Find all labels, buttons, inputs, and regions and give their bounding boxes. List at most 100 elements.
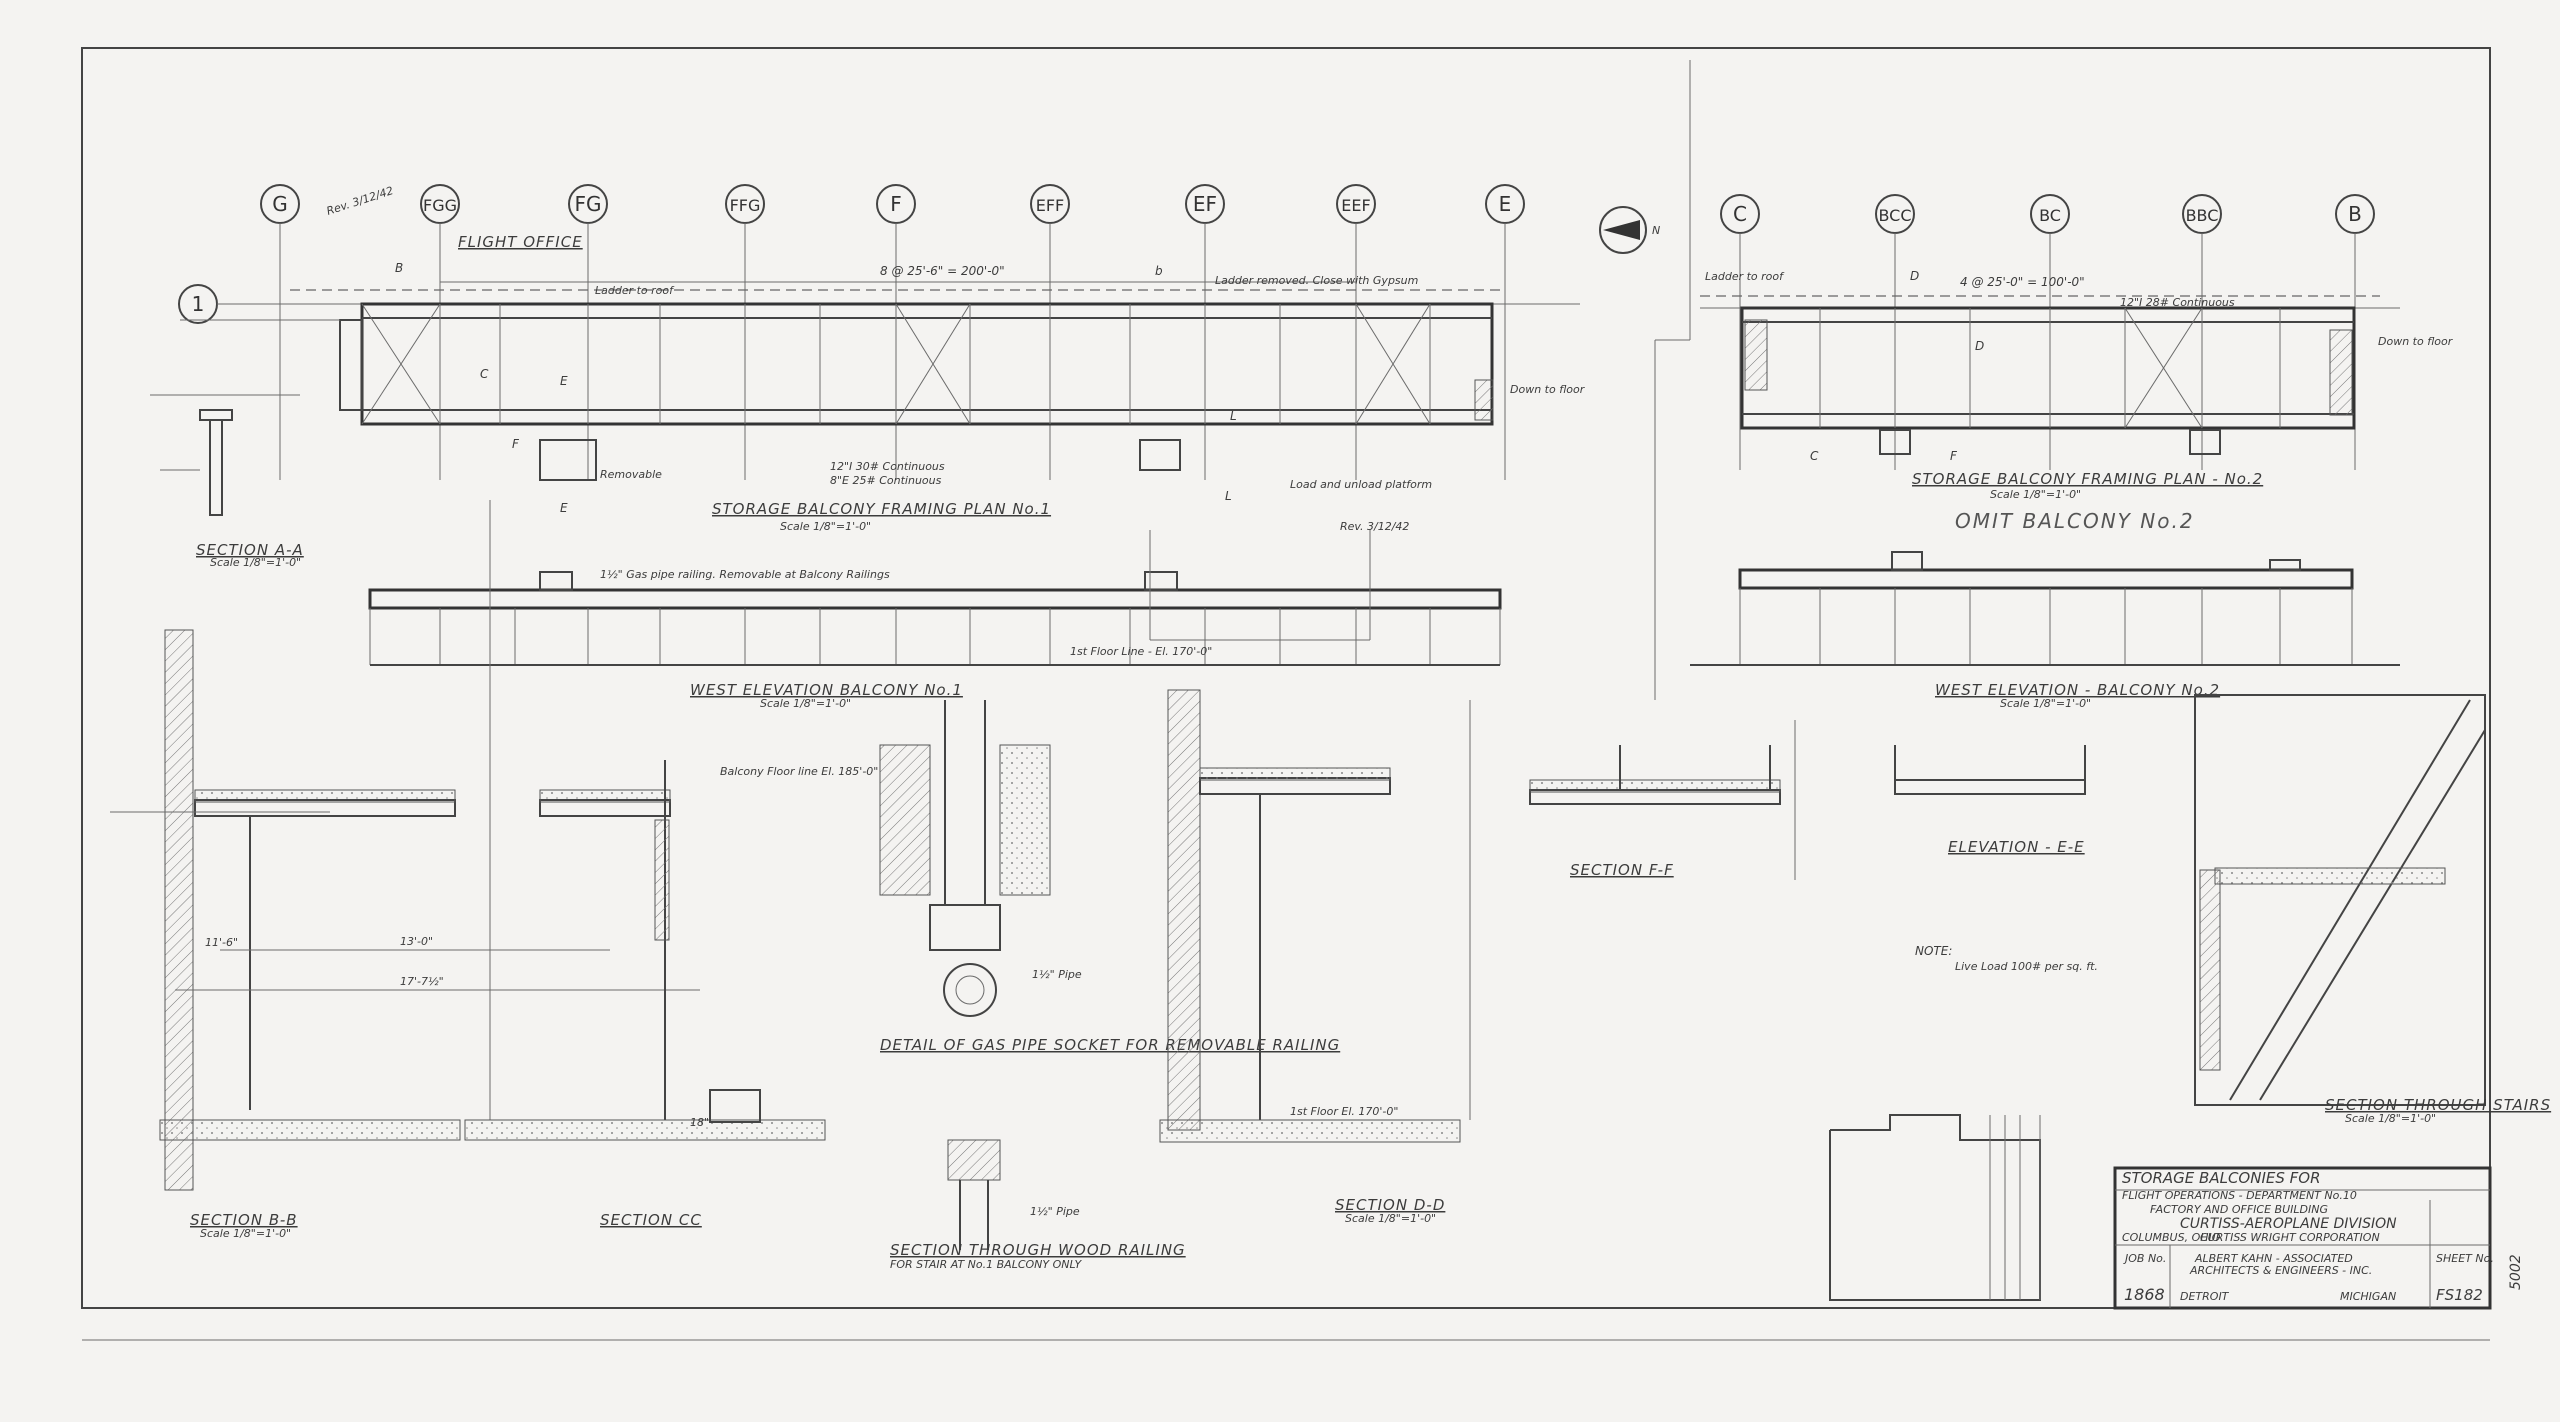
section-ff-title: SECTION F-F [1570,861,1674,879]
framing-plan-1: G FGG FG FFG F EFF EF EEF E 1 [178,184,1660,533]
railing-section: 1½" Pipe SECTION THROUGH WOOD RAILING FO… [890,1139,1186,1271]
section-mark-E-bottom: E [560,501,568,515]
plan2-note-down: Down to floor [2378,335,2454,348]
note-ladder-to-roof: Ladder to roof [595,284,675,297]
grid-bubble-BBC: BBC [2182,194,2222,234]
section-mark-b: b [1155,264,1163,278]
socket-pipe-note: 1½" Pipe [1032,968,1082,981]
svg-text:F: F [890,192,902,216]
svg-text:FFG: FFG [730,196,761,215]
svg-text:B: B [2348,202,2362,226]
section-mark-L: L [1230,409,1237,423]
svg-text:G: G [272,192,288,216]
dim-18: 18" [690,1116,709,1129]
flight-office-label: FLIGHT OFFICE [458,233,583,251]
plan2-note-ladder: Ladder to roof [1705,270,1785,283]
west-elevation-1: 1½" Gas pipe railing. Removable at Balco… [368,530,1502,710]
plan1-title: STORAGE BALCONY FRAMING PLAN No.1 [712,500,1051,518]
section-bb: 13'-0" 17'-7½" 11'-6" SECTION B-B Scale … [110,629,700,1240]
dim-17-7: 17'-7½" [400,975,444,988]
framing-plan-2: C BCC BC BBC B 4 @ 25'-0" = 100'-0" L [1700,194,2454,533]
note-text: Live Load 100# per sq. ft. [1955,960,2098,973]
title-block-city: DETROIT [2180,1290,2230,1303]
section-dd-scale: Scale 1/8"=1'-0" [1345,1212,1436,1225]
grid-bubble-EFF: EFF [1030,184,1070,224]
title-block-job-label: JOB No. [2123,1252,2166,1265]
plan1-scale: Scale 1/8"=1'-0" [780,520,871,533]
svg-text:EEF: EEF [1341,196,1370,215]
note-load-platform: Load and unload platform [1290,478,1432,491]
elevation-ee: ELEVATION - E-E NOTE: Live Load 100# per… [1894,745,2098,973]
plan1-beams [361,303,1431,425]
title-block-line5: CURTISS WRIGHT CORPORATION [2200,1231,2380,1244]
title-block-job-number: 1868 [2124,1285,2165,1304]
grid-bubble-BC: BC [2030,194,2070,234]
west1-floor-level: 1st Floor Line - El. 170'-0" [1070,645,1212,658]
section-aa: SECTION A-A Scale 1/8"=1'-0" [150,394,303,569]
svg-text:BBC: BBC [2186,206,2219,225]
margin-sheet-number: 5002 [2508,1254,2524,1290]
plan1-balcony-outline [360,302,1494,426]
title-block-sheet-label: SHEET No. [2436,1252,2494,1265]
note-continuous-1: 12"I 30# Continuous [830,460,945,473]
stair-section: SECTION THROUGH STAIRS Scale 1/8"=1'-0" [2194,694,2550,1125]
west1-railing-note: 1½" Gas pipe railing. Removable at Balco… [600,568,890,581]
section-mark-C: C [480,367,489,381]
grid-bubble-FFG: FFG [725,184,765,224]
plan1-stair-platform [539,439,597,481]
north-arrow-icon: N [1599,206,1660,254]
railing-section-title: SECTION THROUGH WOOD RAILING [890,1241,1186,1259]
svg-text:N: N [1652,224,1660,237]
section-cc-floor-line: Balcony Floor line El. 185'-0" [720,765,878,778]
section-cc-title: SECTION CC [600,1211,702,1229]
title-block-line2: FLIGHT OPERATIONS - DEPARTMENT No.10 [2122,1189,2357,1202]
socket-detail: 1½" Pipe DETAIL OF GAS PIPE SOCKET FOR R… [879,700,1339,1054]
section-dd-title: SECTION D-D [1335,1196,1445,1214]
note-ladder-removed: Ladder removed. Close with Gypsum [1215,274,1418,287]
section-ff: SECTION F-F [1529,720,1796,880]
grid-bubble-FG: FG [568,184,608,224]
plan2-title: STORAGE BALCONY FRAMING PLAN - No.2 [1912,470,2263,488]
title-block-sheet-number: FS182 [2436,1286,2483,1304]
west-elevation-1-title: WEST ELEVATION BALCONY No.1 [690,681,963,699]
plan2-dimension: 4 @ 25'-0" = 100'-0" [1960,275,2085,289]
west-elevation-2-scale: Scale 1/8"=1'-0" [2000,697,2091,710]
svg-text:BC: BC [2039,206,2061,225]
railing-pipe-note: 1½" Pipe [1030,1205,1080,1218]
grid-bubble-G: G [260,184,300,224]
svg-text:EF: EF [1193,192,1217,216]
svg-text:FG: FG [574,192,601,216]
section-mark-L-bottom: L [1225,489,1232,503]
railing-section-subtitle: FOR STAIR AT No.1 BALCONY ONLY [890,1258,1083,1271]
grid-bubble-row-1: 1 [178,284,218,324]
svg-text:E: E [1499,192,1512,216]
section-aa-scale: Scale 1/8"=1'-0" [210,556,301,569]
grid-bubble-F: F [876,184,916,224]
note-removable: Removable [600,468,662,481]
svg-text:EFF: EFF [1036,196,1065,215]
section-mark-E: E [560,374,568,388]
plan2-section-mark-F: F [1950,449,1958,463]
key-plan [1829,1114,2041,1301]
plan1-revision-note: Rev. 3/12/42 [1340,520,1409,533]
plan2-section-mark-C: C [1810,449,1819,463]
title-block-firm2: ARCHITECTS & ENGINEERS - INC. [2189,1264,2372,1277]
grid-bubble-BCC: BCC [1875,194,1915,234]
plan2-section-mark-D: D [1910,269,1919,283]
title-block-firm1: ALBERT KAHN - ASSOCIATED [2194,1252,2353,1265]
note-title: NOTE: [1915,944,1952,958]
west-elevation-1-scale: Scale 1/8"=1'-0" [760,697,851,710]
section-dd-first-floor: 1st Floor El. 170'-0" [1290,1105,1398,1118]
title-block-line6: COLUMBUS, OHIO [2122,1231,2221,1244]
plan2-section-mark-D-2: D [1975,339,1984,353]
plan1-grid-lines [217,223,1580,480]
west-elevation-2: WEST ELEVATION - BALCONY No.2 Scale 1/8"… [1690,551,2400,710]
elevation-ee-title: ELEVATION - E-E [1948,838,2085,856]
plan2-balcony-outline [1740,306,2356,430]
svg-text:1: 1 [192,292,205,316]
west-elevation-2-title: WEST ELEVATION - BALCONY No.2 [1935,681,2220,699]
grid-bubble-C: C [1720,194,1760,234]
sheet-border [81,47,2491,1309]
grid-bubble-EF: EF [1185,184,1225,224]
